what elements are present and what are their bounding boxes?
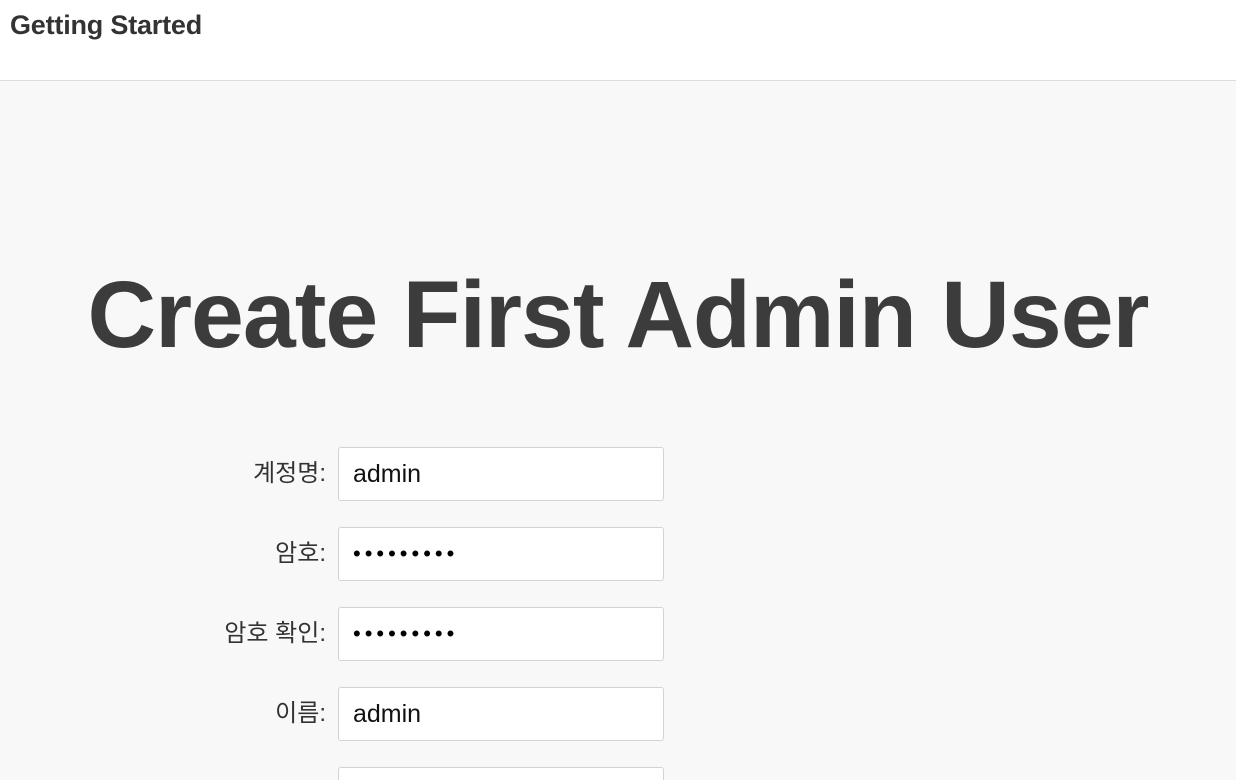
password-input-value: ••••••••• [353,541,459,566]
form-row-password-confirm: 암호 확인: ••••••••• [0,607,1236,661]
username-label: 계정명: [253,460,326,487]
form-row-password: 암호: ••••••••• [0,527,1236,581]
page-title: Getting Started [10,10,203,40]
username-input-value: admin [353,459,422,488]
username-input[interactable]: admin [338,447,664,501]
page-header: Getting Started [0,0,1236,81]
form-row-full-name: 이름: admin [0,687,1236,741]
form-row-email-address: 이메일 주소: [0,767,1236,780]
form-row-username: 계정명: admin [0,447,1236,501]
main-content: Create First Admin User 계정명: admin 암호: •… [0,81,1236,780]
email-address-input[interactable] [338,767,664,780]
full-name-input-value: admin [353,699,422,728]
full-name-input[interactable]: admin [338,687,664,741]
password-input[interactable]: ••••••••• [338,527,664,581]
password-confirm-input[interactable]: ••••••••• [338,607,664,661]
password-confirm-label: 암호 확인: [224,620,326,647]
full-name-label: 이름: [275,700,326,727]
create-admin-user-form: 계정명: admin 암호: ••••••••• 암호 확인: ••••••••… [0,447,1236,780]
password-label: 암호: [275,540,326,567]
password-confirm-input-value: ••••••••• [353,621,459,646]
main-heading: Create First Admin User [87,262,1149,368]
